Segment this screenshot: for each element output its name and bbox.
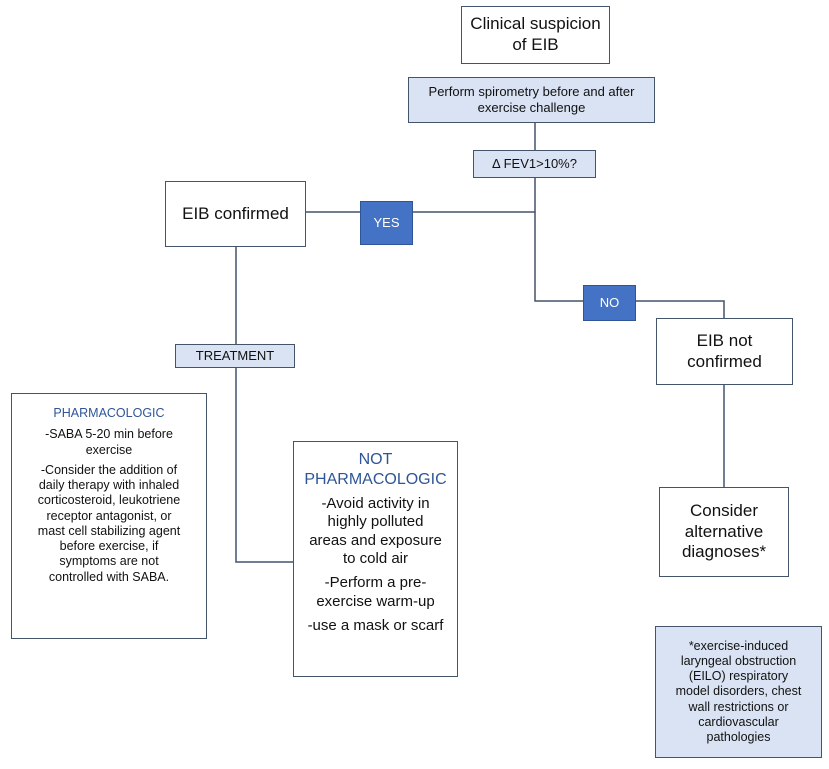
alternative-line1: Consider	[689, 500, 759, 520]
clinical-suspicion-box: Clinical suspicion of EIB	[461, 6, 610, 64]
clinical-suspicion-line2: of EIB	[512, 35, 559, 54]
not-pharmacologic-item2-line2: exercise warm-up	[316, 592, 435, 610]
no-label-text: NO	[599, 295, 620, 311]
not-pharmacologic-item1-line1: -Avoid activity in	[321, 495, 430, 513]
not-pharmacologic-item1-line4: to cold air	[342, 549, 409, 567]
pharmacologic-item2-line2: daily therapy with inhaled	[38, 478, 180, 492]
fev-question-box: Δ FEV1>10%?	[473, 150, 596, 178]
treatment-box: TREATMENT	[175, 344, 295, 368]
not-pharmacologic-item1-line2: highly polluted	[327, 513, 424, 531]
yes-label-box: YES	[360, 201, 413, 245]
pharmacologic-item2-line7: symptoms are not	[59, 554, 159, 569]
clinical-suspicion-line1: Clinical suspicion	[470, 14, 601, 34]
alternative-line2: alternative	[684, 521, 764, 541]
eib-confirmed-text: EIB confirmed	[182, 203, 289, 223]
not-pharmacologic-item2-line1: -Perform a pre-	[324, 574, 427, 592]
connector-confirmed-to-notpharma	[235, 247, 293, 563]
footnote-line5: wall restrictions or	[688, 699, 789, 714]
eib-not-confirmed-line1: EIB not	[696, 330, 753, 350]
pharmacologic-item2-line8: controlled with SABA.	[48, 569, 170, 584]
spirometry-line1: Perform spirometry before and after	[428, 84, 635, 100]
alternative-diagnoses-box: Consider alternative diagnoses*	[659, 487, 789, 577]
fev-question-text: Δ FEV1>10%?	[492, 156, 577, 172]
no-label-box: NO	[583, 285, 636, 321]
pharmacologic-title: PHARMACOLOGIC	[53, 406, 165, 420]
not-pharmacologic-item3: -use a mask or scarf	[307, 616, 444, 634]
footnote-line2: laryngeal obstruction	[680, 653, 797, 668]
pharmacologic-item2-line4: receptor antagonist, or	[46, 508, 172, 523]
yes-label-text: YES	[373, 215, 400, 231]
footnote-line4: model disorders, chest	[675, 684, 802, 699]
pharmacologic-item1-line1: -SABA 5-20 min before	[45, 427, 173, 442]
connector-fev-to-yes	[306, 178, 536, 213]
pharmacologic-item1-line2: exercise	[85, 442, 133, 457]
spirometry-box: Perform spirometry before and after exer…	[408, 77, 655, 123]
treatment-text: TREATMENT	[195, 348, 275, 364]
pharmacologic-item2-line5: mast cell stabilizing agent	[37, 523, 181, 538]
footnote-line1: *exercise-induced	[688, 638, 789, 653]
eib-confirmed-box: EIB confirmed	[165, 181, 306, 247]
footnote-line7: pathologies	[706, 730, 771, 745]
eib-not-confirmed-box: EIB not confirmed	[656, 318, 793, 385]
not-pharmacologic-item1-line3: areas and exposure	[309, 531, 442, 549]
pharmacologic-item2-line6: before exercise, if	[59, 539, 159, 553]
footnote-box: *exercise-induced laryngeal obstruction …	[655, 626, 822, 758]
pharmacologic-box: PHARMACOLOGIC -SABA 5-20 min before exer…	[11, 393, 207, 639]
not-pharmacologic-title-line2: PHARMACOLOGIC	[304, 470, 447, 488]
not-pharmacologic-box: NOT PHARMACOLOGIC -Avoid activity in hig…	[293, 441, 458, 677]
alternative-line3: diagnoses*	[681, 542, 767, 562]
footnote-line3: (EILO) respiratory	[688, 669, 789, 684]
footnote-line6: cardiovascular	[698, 714, 779, 729]
pharmacologic-item2-line3: corticosteroid, leukotriene	[37, 493, 181, 508]
pharmacologic-item2-line1: -Consider the addition of	[40, 462, 178, 477]
not-pharmacologic-title-line1: NOT	[358, 451, 393, 468]
spirometry-line2: exercise challenge	[477, 100, 586, 115]
eib-not-confirmed-line2: confirmed	[687, 351, 762, 371]
